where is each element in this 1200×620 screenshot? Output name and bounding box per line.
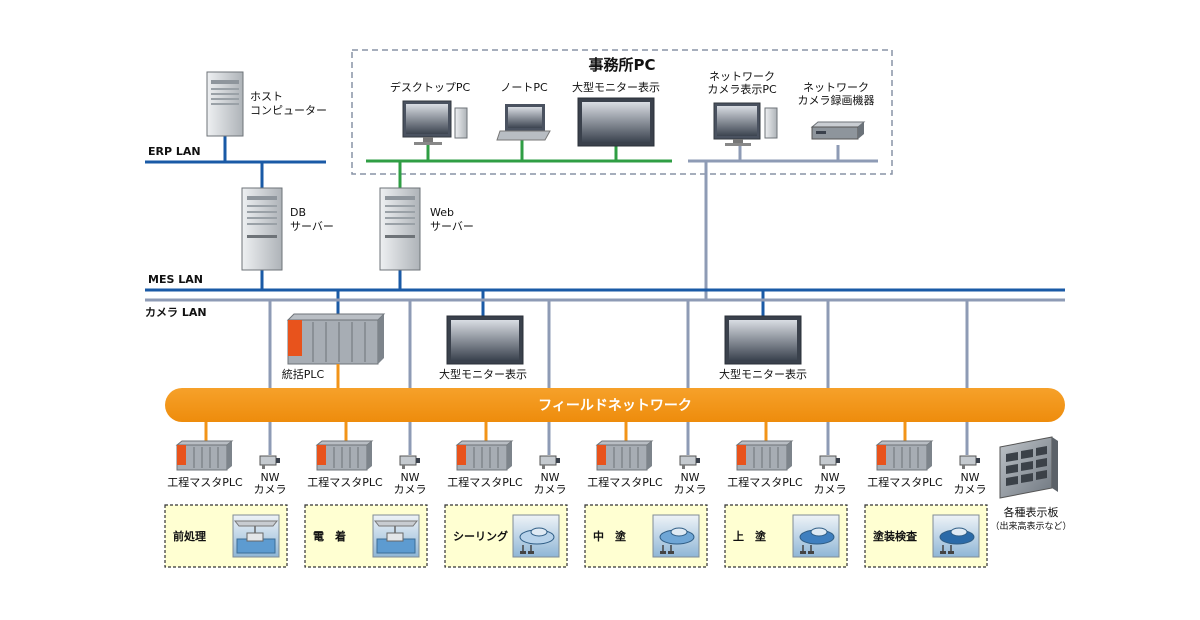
- floor-monitor-1-label: 大型モニター表示: [439, 367, 527, 381]
- web-server-icon: [379, 187, 421, 271]
- floor-monitor-2-label: 大型モニター表示: [719, 367, 807, 381]
- display-board-icon: [999, 436, 1058, 499]
- office-large-monitor-label: 大型モニター表示: [572, 80, 660, 94]
- display-board-label: 各種表示板: [1004, 505, 1059, 519]
- process-plc-label: 工程マスタPLC: [447, 476, 523, 489]
- notebook-pc-label: ノートPC: [500, 81, 548, 94]
- process-plc-label: 工程マスタPLC: [307, 476, 383, 489]
- nw-camera-icon: [259, 455, 280, 469]
- process-plc-icon: [175, 440, 234, 471]
- nw-camera-icon: [399, 455, 420, 469]
- nw-camera-recorder-icon: [810, 121, 866, 140]
- db-server-icon: [241, 187, 283, 271]
- process-plc-label: 工程マスタPLC: [727, 476, 803, 489]
- process-illustration-icon: [652, 514, 700, 558]
- process-plc-label: 工程マスタPLC: [867, 476, 943, 489]
- process-plc-icon: [595, 440, 654, 471]
- host-computer-icon: [206, 71, 244, 137]
- process-name: 上 塗: [733, 529, 767, 543]
- floor-monitor-2-icon: [724, 315, 802, 365]
- nw-camera-icon: [539, 455, 560, 469]
- nw-camera-pc-icon: [713, 102, 778, 146]
- display-board-note: （出来高表示など）: [990, 520, 1071, 532]
- master-plc-icon: [286, 313, 386, 365]
- process-name: シーリング: [453, 529, 508, 543]
- field-network-label: フィールドネットワーク: [538, 398, 692, 414]
- nw-camera-icon: [959, 455, 980, 469]
- process-name: 電 着: [313, 529, 346, 543]
- nw-camera-icon: [679, 455, 700, 469]
- process-illustration-icon: [932, 514, 980, 558]
- process-name: 前処理: [173, 529, 206, 543]
- erp-lan-label: ERP LAN: [148, 145, 201, 158]
- floor-monitor-1-icon: [446, 315, 524, 365]
- notebook-pc-icon: [496, 104, 551, 141]
- process-plc-icon: [455, 440, 514, 471]
- process-plc-icon: [875, 440, 934, 471]
- process-illustration-icon: [792, 514, 840, 558]
- process-plc-label: 工程マスタPLC: [167, 476, 243, 489]
- process-name: 中 塗: [593, 529, 627, 543]
- process-illustration-icon: [512, 514, 560, 558]
- camera-lan-label: カメラ LAN: [145, 306, 207, 319]
- nw-camera-recorder-label: ネットワークカメラ録画機器: [798, 81, 875, 107]
- nw-camera-icon: [819, 455, 840, 469]
- office-title: 事務所PC: [588, 56, 655, 74]
- field-network-bus: [165, 388, 1065, 422]
- process-plc-label: 工程マスタPLC: [587, 476, 663, 489]
- process-plc-icon: [315, 440, 374, 471]
- process-plc-icon: [735, 440, 794, 471]
- process-name: 塗装検査: [873, 529, 917, 543]
- master-plc-label: 統括PLC: [282, 367, 325, 381]
- process-illustration-icon: [372, 514, 420, 558]
- process-illustration-icon: [232, 514, 280, 558]
- mes-lan-label: MES LAN: [148, 273, 203, 286]
- nw-camera-pc-label: ネットワークカメラ表示PC: [707, 70, 777, 96]
- desktop-pc-label: デスクトップPC: [390, 80, 471, 94]
- office-large-monitor-icon: [577, 97, 655, 147]
- office-pc-area: [351, 49, 893, 175]
- desktop-pc-icon: [402, 100, 468, 145]
- host-computer-label: ホストコンピューター: [250, 90, 327, 117]
